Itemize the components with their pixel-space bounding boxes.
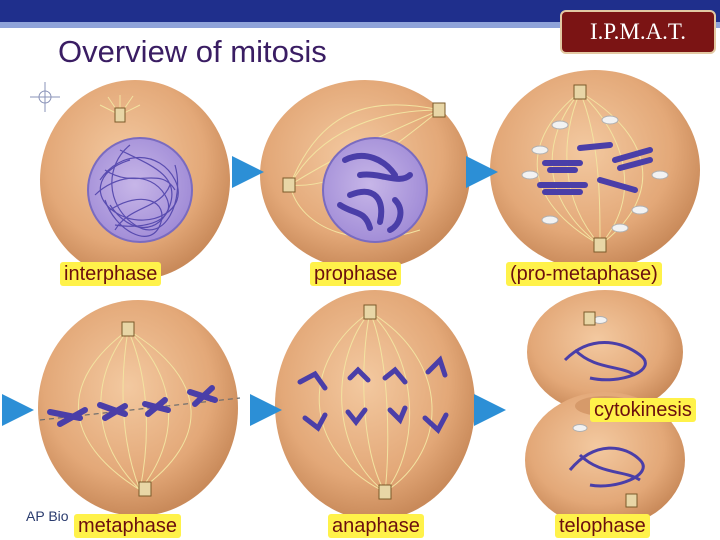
logo-box: I.P.M.A.T.	[560, 10, 716, 54]
top-banner	[0, 0, 720, 22]
footer-text: AP Bio	[26, 508, 69, 524]
label-telophase: telophase	[555, 514, 650, 538]
crosshair-decoration	[30, 82, 60, 112]
cell-prophase	[260, 80, 470, 270]
cell-anaphase	[275, 290, 475, 520]
slide-title: Overview of mitosis	[58, 34, 327, 69]
label-prometaphase: (pro-metaphase)	[506, 262, 662, 286]
cell-interphase	[40, 80, 230, 280]
label-metaphase: metaphase	[74, 514, 181, 538]
label-cytokinesis: cytokinesis	[590, 398, 696, 422]
label-anaphase: anaphase	[328, 514, 424, 538]
cell-prometaphase	[490, 70, 700, 270]
top-banner-stripe	[0, 22, 720, 28]
label-interphase: interphase	[60, 262, 162, 286]
cell-metaphase	[38, 300, 241, 516]
label-prophase: prophase	[310, 262, 402, 286]
